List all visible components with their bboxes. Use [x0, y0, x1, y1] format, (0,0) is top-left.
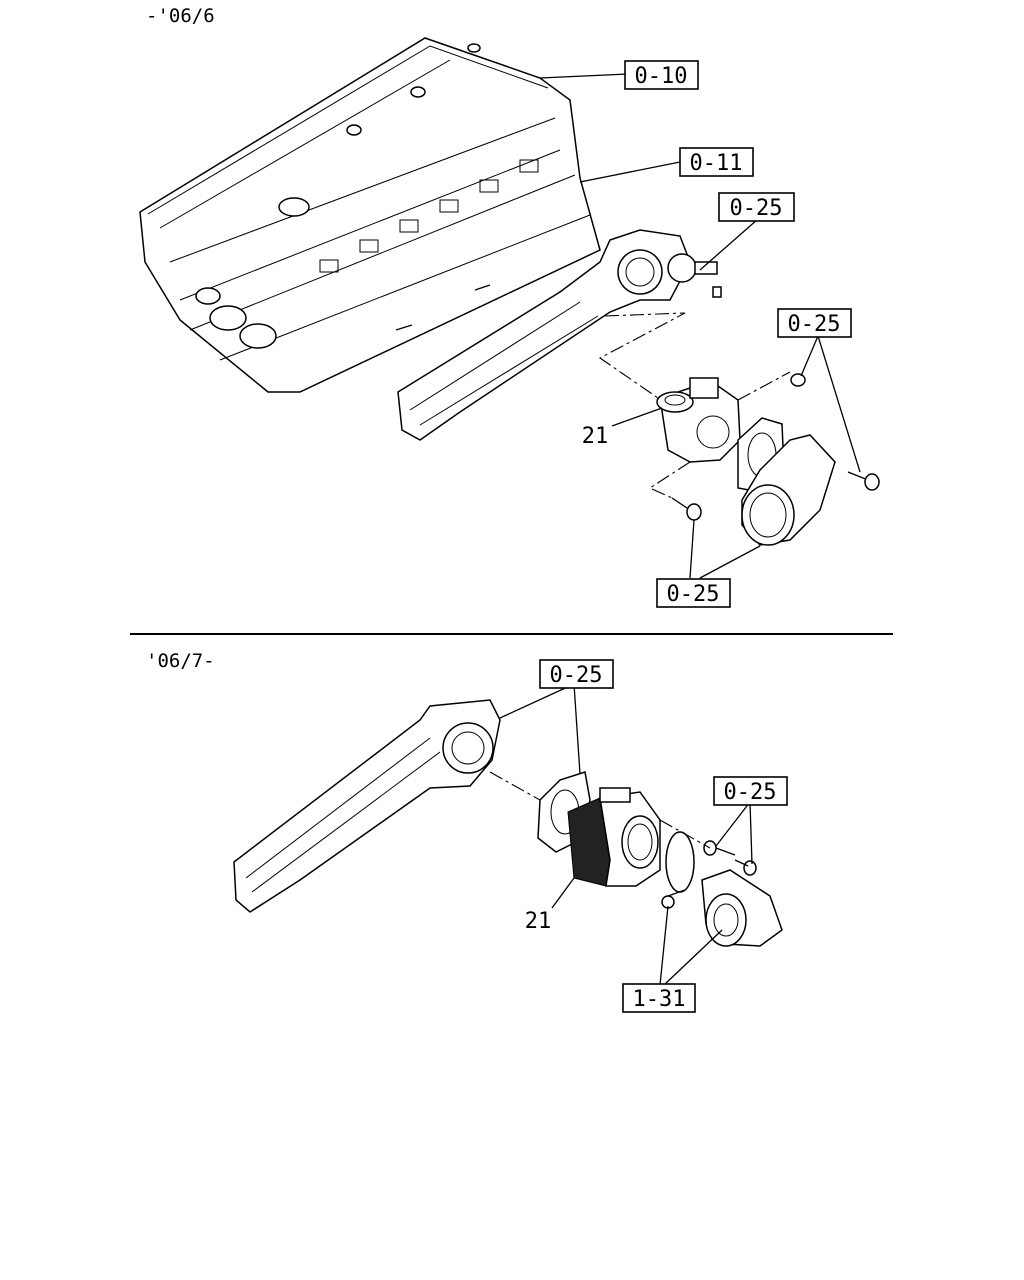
callout-cylinder-head: 0-10 — [624, 60, 699, 90]
air-hose-lower — [701, 869, 783, 947]
svg-text:0-11: 0-11 — [690, 151, 743, 176]
intake-manifold-upper — [397, 229, 691, 441]
svg-text:0-25: 0-25 — [550, 663, 603, 688]
alignment-line-lower-1 — [489, 771, 541, 801]
bolts-lower — [703, 840, 757, 876]
stud-bolts-upper — [395, 284, 491, 331]
callout-lower-manifold-gasket: 0-25 — [539, 659, 614, 689]
svg-text:0-25: 0-25 — [667, 582, 720, 607]
throttle-body-upper — [656, 377, 741, 463]
callout-upper-bolt-top: 0-25 — [718, 192, 795, 222]
callout-head-gasket: 0-11 — [679, 147, 754, 177]
alignment-line-upper-1 — [598, 312, 686, 399]
callout-upper-bolts-bottom: 0-25 — [656, 578, 731, 608]
svg-text:0-25: 0-25 — [730, 196, 783, 221]
bolts-upper — [671, 373, 880, 521]
alignment-line-upper-3 — [648, 461, 691, 499]
throttle-body-lower — [567, 787, 661, 887]
svg-text:0-25: 0-25 — [788, 312, 841, 337]
manifold-sensor-upper — [667, 253, 722, 298]
callout-lower-throttle-body: 21 — [525, 909, 552, 934]
svg-text:0-25: 0-25 — [724, 780, 777, 805]
period-label-lower: '06/7- — [146, 650, 215, 672]
o-ring-lower — [665, 831, 695, 893]
callout-lower-hose-clamp: 1-31 — [622, 983, 696, 1013]
callout-upper-throttle-body: 21 — [582, 424, 609, 449]
callout-lower-bolts: 0-25 — [713, 776, 788, 806]
intake-manifold-lower — [233, 699, 501, 913]
period-label-upper: -'06/6 — [146, 5, 215, 27]
callout-upper-nut: 0-25 — [777, 308, 852, 338]
svg-text:0-10: 0-10 — [635, 64, 688, 89]
hose-clamp-lower — [661, 889, 686, 909]
cylinder-head — [139, 37, 601, 393]
alignment-line-lower-2 — [659, 819, 711, 849]
leader-lines — [499, 73, 861, 986]
alignment-line-upper-2 — [737, 371, 791, 401]
air-duct-upper — [741, 434, 836, 546]
svg-text:1-31: 1-31 — [633, 987, 686, 1012]
